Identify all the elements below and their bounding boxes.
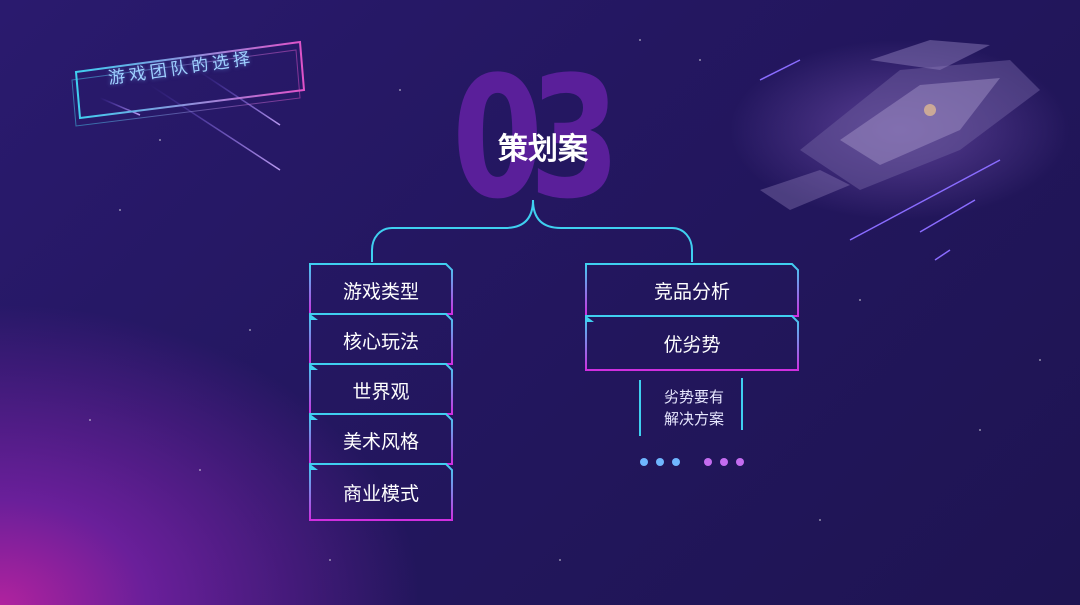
dot-purple-1 — [704, 458, 712, 466]
brace-connector — [371, 199, 693, 262]
box-competitor-analysis: 竞品分析 — [653, 280, 730, 303]
dot-purple-2 — [720, 458, 728, 466]
spaceship-illustration — [730, 40, 1070, 220]
box-art-style: 美术风格 — [342, 430, 419, 453]
box-game-type: 游戏类型 — [342, 280, 419, 303]
box-business-model: 商业模式 — [342, 482, 419, 505]
dot-purple-3 — [736, 458, 744, 466]
note-line-2: 解决方案 — [663, 410, 724, 428]
meteor-streaks-left — [99, 71, 281, 171]
dot-blue-2 — [656, 458, 664, 466]
box-core-gameplay: 核心玩法 — [342, 330, 419, 353]
right-box-frames — [585, 263, 799, 371]
dot-blue-3 — [672, 458, 680, 466]
box-worldview: 世界观 — [352, 380, 410, 403]
note-line-1: 劣势要有 — [663, 388, 724, 406]
stars — [89, 39, 1041, 561]
meteor-streaks-right — [759, 59, 1001, 261]
dot-blue-1 — [640, 458, 648, 466]
section-heading: 策划案 — [498, 132, 588, 167]
badge-frame — [71, 40, 306, 127]
left-box-frames — [309, 263, 453, 521]
box-pros-cons: 优劣势 — [663, 333, 721, 356]
left-box-notches — [310, 314, 318, 470]
right-box-notches — [586, 316, 594, 322]
note-text: 劣势要有 解决方案 — [648, 386, 740, 430]
